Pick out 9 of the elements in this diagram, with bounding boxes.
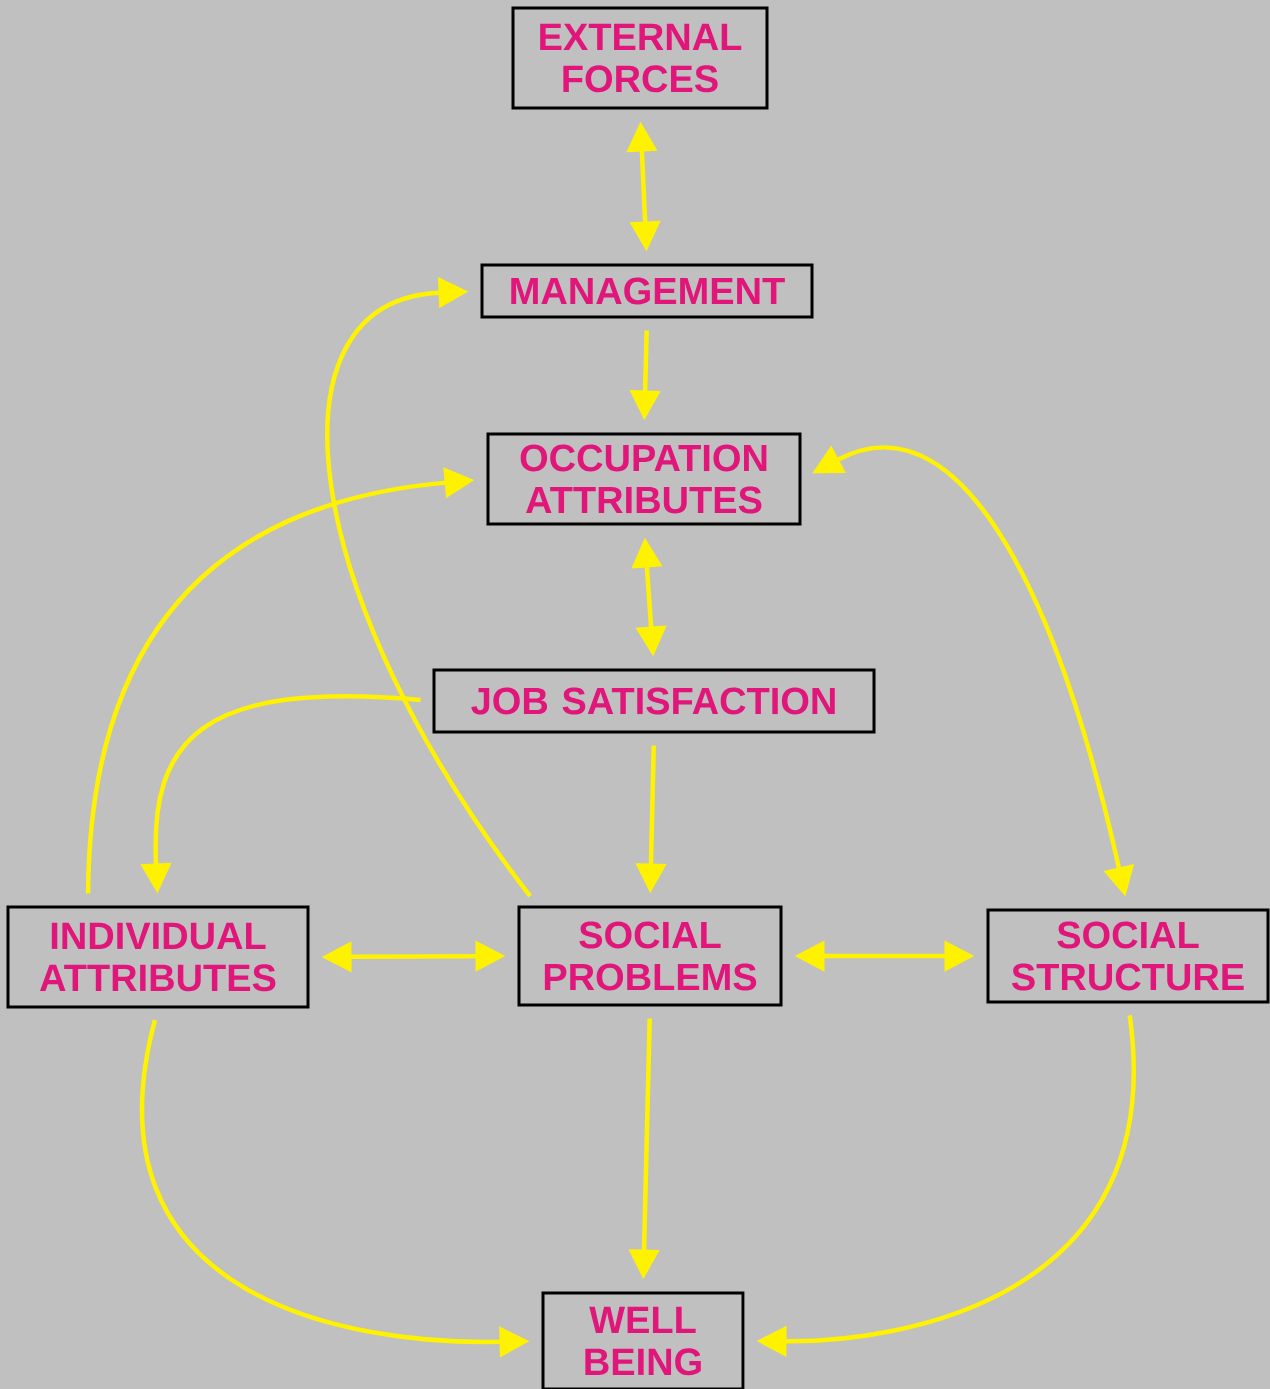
text-box: EXTERNAL FORCES [511,6,769,110]
text-box: JOB SATISFACTION [432,668,876,734]
text-box: MANAGEMENT [480,263,814,319]
arrow [325,277,532,898]
text-box: SOCIAL STRUCTURE [986,908,1270,1004]
text-box: INDIVIDUAL ATTRIBUTES [6,905,310,1009]
text-box: OCCUPATION ATTRIBUTES [486,432,802,526]
text-box: WELL BEING [541,1291,745,1389]
text-box: SOCIAL PROBLEMS [517,905,783,1007]
